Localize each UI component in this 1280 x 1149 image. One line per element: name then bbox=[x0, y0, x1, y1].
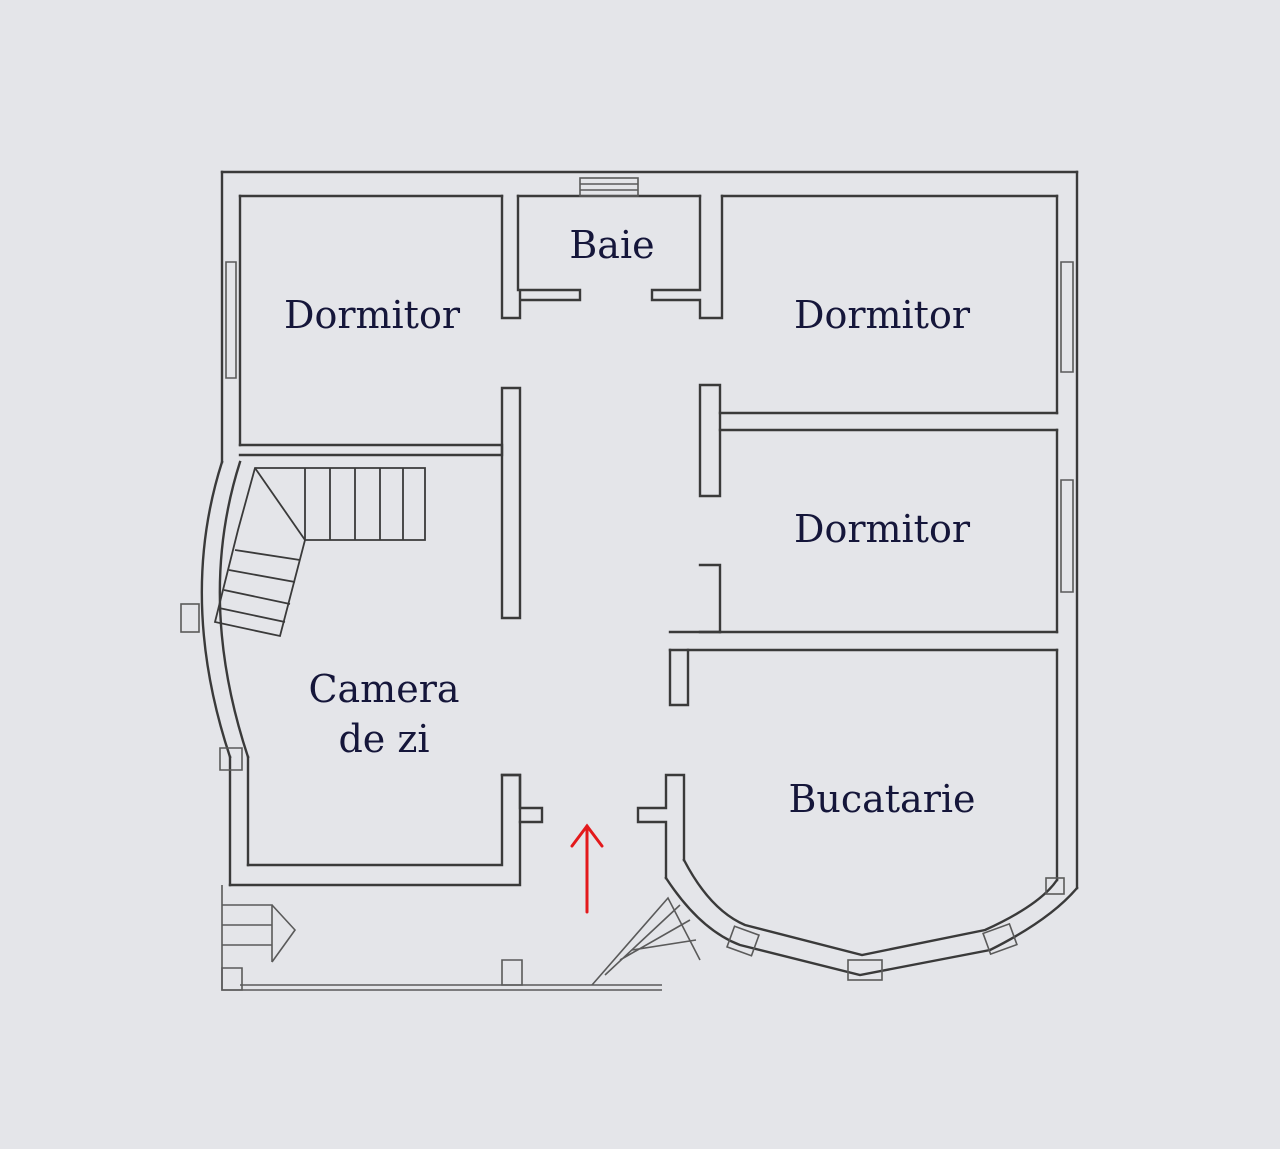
room-label-dormitor-top-left: Dormitor bbox=[284, 293, 461, 337]
room-label-camera-line2: de zi bbox=[338, 717, 429, 761]
bathroom-window bbox=[579, 177, 639, 197]
room-label-camera-line1: Camera bbox=[308, 667, 459, 711]
porch bbox=[221, 885, 701, 991]
room-label-dormitor-middle-right: Dormitor bbox=[794, 507, 971, 551]
room-label-baie: Baie bbox=[569, 223, 654, 267]
room-label-bucatarie: Bucatarie bbox=[788, 777, 975, 821]
up-arrow-icon bbox=[570, 823, 604, 914]
room-label-dormitor-top-right: Dormitor bbox=[794, 293, 971, 337]
staircase bbox=[213, 467, 426, 638]
interior-walls bbox=[238, 383, 1059, 880]
bathroom-walls bbox=[500, 194, 724, 320]
living-bay-wall bbox=[180, 460, 250, 771]
kitchen-bay-wall bbox=[664, 858, 1079, 981]
side-windows bbox=[225, 261, 1074, 593]
